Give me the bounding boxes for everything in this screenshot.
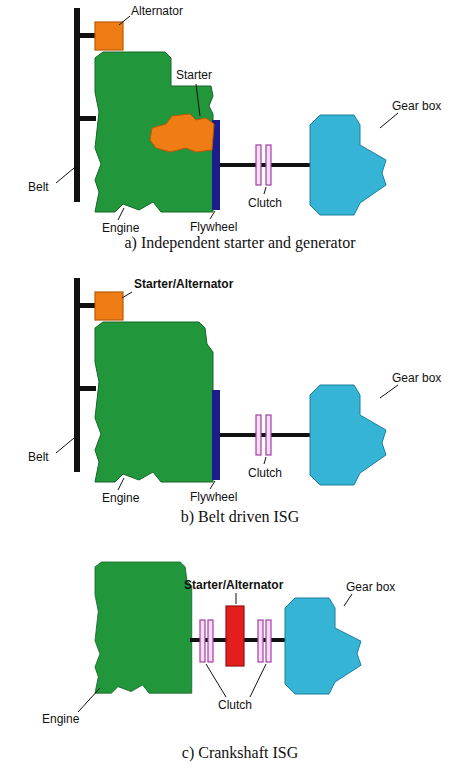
gearbox-body xyxy=(310,385,386,485)
leader-line xyxy=(250,664,266,697)
engine-body xyxy=(95,322,213,482)
starter-alternator xyxy=(226,606,244,666)
shaft xyxy=(218,163,312,167)
leader-line xyxy=(210,481,215,489)
part-label: Starter/Alternator xyxy=(134,277,233,291)
part-label: Belt xyxy=(28,180,49,194)
part-label: Starter/Alternator xyxy=(184,578,283,592)
part-label: Engine xyxy=(102,221,139,235)
part-label: Flywheel xyxy=(190,220,237,234)
engine-body xyxy=(95,562,192,693)
part-label: Engine xyxy=(42,712,79,726)
starter-motor xyxy=(150,114,214,152)
alternator xyxy=(95,22,123,50)
clutch-plate xyxy=(266,145,271,185)
leader-line xyxy=(236,593,237,604)
belt-arm xyxy=(80,386,96,391)
leader-line xyxy=(380,385,398,398)
part-label: Clutch xyxy=(248,466,282,480)
leader-line xyxy=(264,457,266,464)
clutch-plate xyxy=(258,620,263,662)
part-label: Starter xyxy=(176,68,212,82)
leader-line xyxy=(119,16,130,25)
belt xyxy=(74,278,80,472)
part-label: Flywheel xyxy=(190,490,237,504)
engine-body xyxy=(95,52,213,212)
clutch-plate xyxy=(200,620,205,662)
part-label: Alternator xyxy=(131,4,183,18)
part-label: Engine xyxy=(102,491,139,505)
leader-line xyxy=(196,84,200,116)
leader-line xyxy=(118,478,124,490)
gearbox-body xyxy=(310,115,386,215)
leader-line xyxy=(118,208,124,220)
clutch-plate xyxy=(256,415,261,455)
belt-arm xyxy=(80,116,96,121)
clutch-plate xyxy=(266,415,271,455)
caption-text: b) Belt driven ISG xyxy=(181,508,300,526)
leader-line xyxy=(380,113,398,128)
leader-line xyxy=(56,168,74,183)
gearbox-body xyxy=(285,598,361,694)
part-label: Belt xyxy=(28,450,49,464)
flywheel xyxy=(212,390,220,480)
leader-line xyxy=(56,438,74,453)
belt-arm xyxy=(80,303,96,308)
leader-line xyxy=(344,594,352,606)
leader-line xyxy=(206,664,226,697)
leader-line xyxy=(264,187,266,194)
part-label: Clutch xyxy=(218,698,252,712)
part-label: Gear box xyxy=(392,371,441,385)
part-label: Gear box xyxy=(392,99,441,113)
belt xyxy=(74,8,80,202)
leader-line xyxy=(78,688,100,712)
clutch-plate xyxy=(266,620,271,662)
part-label: Clutch xyxy=(248,196,282,210)
clutch-plate xyxy=(208,620,213,662)
belt-arm xyxy=(80,33,96,38)
clutch-plate xyxy=(256,145,261,185)
caption-text: a) Independent starter and generator xyxy=(125,234,356,252)
part-label: Gear box xyxy=(346,580,395,594)
shaft xyxy=(218,433,312,437)
leader-line xyxy=(122,292,132,298)
caption-text: c) Crankshaft ISG xyxy=(182,744,298,762)
leader-line xyxy=(210,211,215,219)
starter-alternator xyxy=(95,292,123,320)
